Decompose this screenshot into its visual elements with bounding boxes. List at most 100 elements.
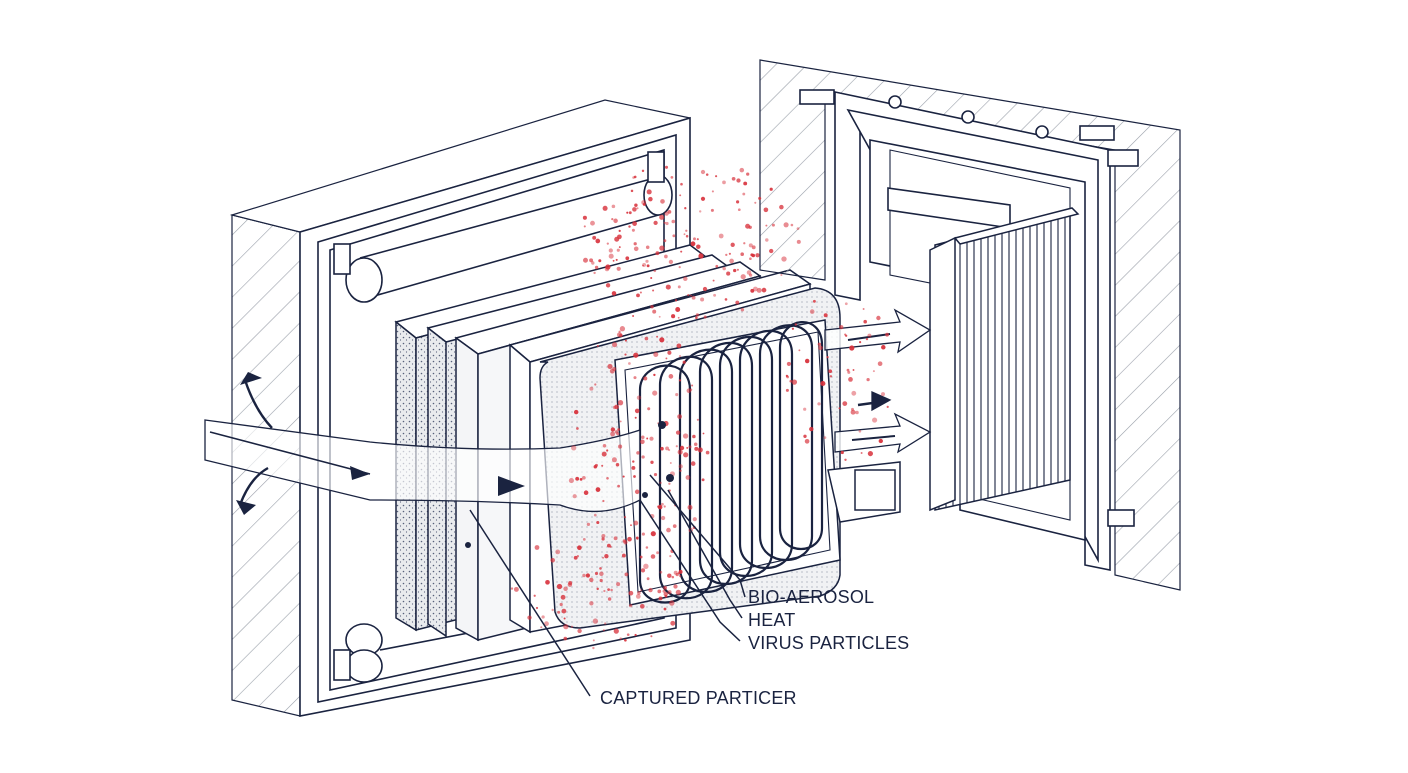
particle-dot [659, 245, 665, 251]
particle-dot [559, 602, 563, 607]
particle-dot [785, 388, 789, 392]
particle-dot [592, 646, 595, 650]
particle-dot [675, 307, 681, 312]
particle-dot [610, 588, 613, 592]
particle-dot [607, 588, 610, 591]
particle-dot [786, 361, 791, 366]
particle-dot [667, 350, 672, 355]
particle-dot [705, 450, 710, 455]
particle-dot [700, 169, 706, 175]
particle-dot [694, 446, 699, 451]
particle-dot [641, 169, 645, 173]
particle-dot [699, 210, 702, 213]
particle-dot [765, 238, 769, 242]
particle-dot [573, 555, 578, 560]
particle-dot [653, 352, 659, 357]
particle-dot [642, 264, 644, 267]
particle-dot [696, 238, 699, 241]
particle-dot [804, 438, 810, 444]
particle-dot [602, 205, 608, 211]
particle-dot [852, 369, 855, 371]
particle-dot [611, 457, 617, 463]
particle-dot [650, 554, 656, 559]
particle-dot [663, 607, 667, 611]
particle-dot [650, 531, 656, 537]
particle-dot [649, 436, 654, 441]
particle-dot [613, 536, 618, 541]
particle-dot [612, 342, 618, 348]
particle-dot [560, 594, 566, 600]
particle-dot [851, 390, 857, 396]
particle-dot [637, 591, 641, 595]
particle-dot [594, 265, 599, 270]
particle-dot [664, 211, 669, 216]
particle-dot [671, 575, 675, 579]
particle-dot [646, 437, 649, 440]
particle-dot [679, 469, 682, 472]
particle-dot [628, 211, 632, 215]
particle-dot [582, 573, 586, 578]
particle-dot [550, 558, 555, 563]
particle-dot [650, 460, 654, 464]
particle-dot [715, 175, 718, 178]
particle-dot [632, 221, 637, 226]
particle-dot [697, 447, 703, 453]
particle-dot [646, 189, 652, 195]
particle-dot [746, 172, 750, 176]
particle-dot [608, 253, 614, 259]
particle-dot [713, 293, 717, 297]
particle-dot [563, 636, 568, 641]
particle-dot [567, 582, 573, 587]
particle-dot [660, 446, 664, 451]
particle-dot [575, 476, 580, 481]
particle-dot [659, 214, 665, 220]
heating-coil-icon [638, 320, 824, 604]
particle-dot [665, 446, 670, 451]
particle-dot [686, 388, 692, 394]
particle-dot [579, 478, 583, 481]
finned-exchanger [929, 207, 1080, 512]
particle-dot [678, 574, 682, 578]
particle-dot [582, 538, 586, 541]
airflow-out [824, 308, 932, 454]
particle-dot [817, 402, 821, 406]
particle-dot [846, 368, 850, 372]
particle-dot [617, 332, 622, 338]
particle-dot [659, 481, 662, 485]
particle-dot [668, 374, 674, 379]
particle-dot [686, 446, 689, 449]
particle-dot [885, 332, 889, 337]
particle-dot [596, 344, 599, 348]
particle-dot [674, 299, 678, 302]
particle-dot [838, 407, 841, 410]
particle-dot [617, 484, 620, 488]
particle-dot [627, 536, 632, 542]
particle-dot [606, 449, 609, 452]
particle-dot [599, 578, 603, 583]
particle-dot [653, 473, 658, 477]
particle-dot [858, 430, 862, 433]
particle-dot [672, 524, 677, 528]
particle-dot [616, 266, 621, 271]
particle-dot [796, 239, 801, 244]
particle-dot [601, 537, 605, 541]
particle-dot [726, 271, 731, 276]
particle-dot [632, 315, 635, 317]
particle-dot [611, 217, 614, 221]
particle-dot [791, 327, 795, 330]
particle-dot [650, 635, 653, 638]
particle-dot [781, 256, 787, 262]
particle-dot [610, 431, 616, 437]
particle-dot [656, 551, 660, 555]
particle-dot [634, 203, 638, 207]
particle-dot [602, 556, 605, 559]
particle-dot [700, 196, 706, 201]
particle-dot [659, 337, 665, 343]
particle-dot [533, 594, 536, 597]
particle-dot [583, 257, 588, 263]
particle-dot [692, 434, 696, 439]
particle-dot [678, 569, 683, 574]
particle-dot [876, 315, 881, 321]
particle-dot [692, 517, 697, 522]
